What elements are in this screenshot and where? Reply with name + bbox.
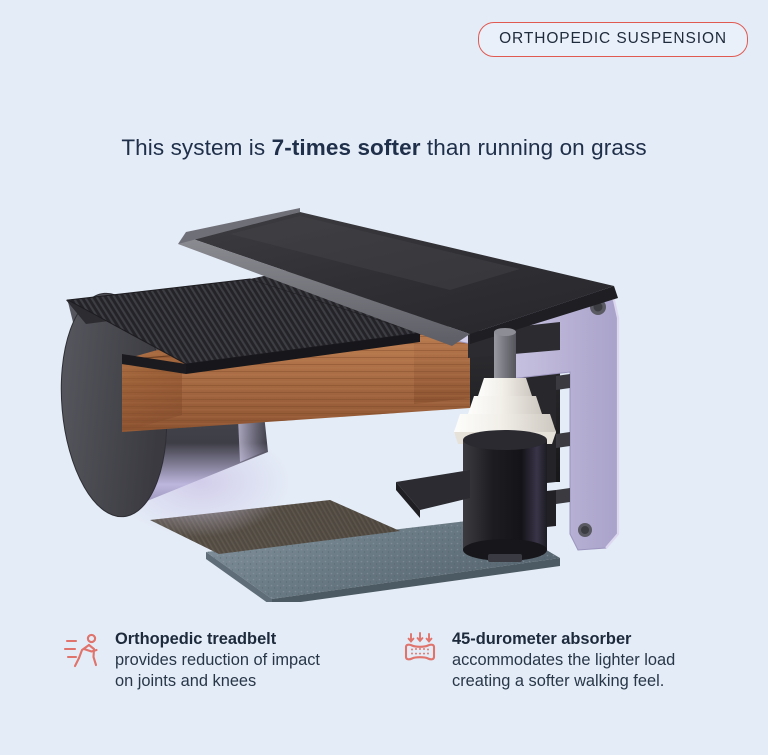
headline-trail: than running on grass bbox=[420, 135, 647, 160]
badge-row: ORTHOPEDIC SUSPENSION bbox=[478, 22, 748, 57]
illustration-stage bbox=[0, 182, 768, 602]
feature-title: 45-durometer absorber bbox=[452, 630, 632, 648]
feature-title: Orthopedic treadbelt bbox=[115, 630, 277, 648]
feature-item-absorber: 45-durometer absorber accommodates the l… bbox=[399, 628, 699, 692]
feature-text: 45-durometer absorber accommodates the l… bbox=[452, 628, 699, 692]
headline-emphasis: 7-times softer bbox=[271, 135, 421, 160]
treadbelt-top bbox=[66, 278, 421, 374]
mount-bracket bbox=[396, 470, 470, 518]
feature-text: Orthopedic treadbelt provides reduction … bbox=[115, 628, 334, 692]
feature-body: accommodates the lighter load creating a… bbox=[452, 651, 676, 691]
running-person-icon bbox=[62, 630, 104, 672]
page-title: This system is 7-times softer than runni… bbox=[0, 135, 768, 161]
feature-item-treadbelt: Orthopedic treadbelt provides reduction … bbox=[62, 628, 334, 692]
treadmill-cutaway-illustration bbox=[60, 208, 620, 602]
absorber-pad-arrows-icon bbox=[399, 630, 441, 672]
shock-absorber bbox=[454, 328, 556, 562]
feature-body: provides reduction of impact on joints a… bbox=[115, 651, 320, 691]
headline-lead: This system is bbox=[121, 135, 272, 160]
feature-row: Orthopedic treadbelt provides reduction … bbox=[0, 628, 768, 692]
status-badge: ORTHOPEDIC SUSPENSION bbox=[478, 22, 748, 57]
